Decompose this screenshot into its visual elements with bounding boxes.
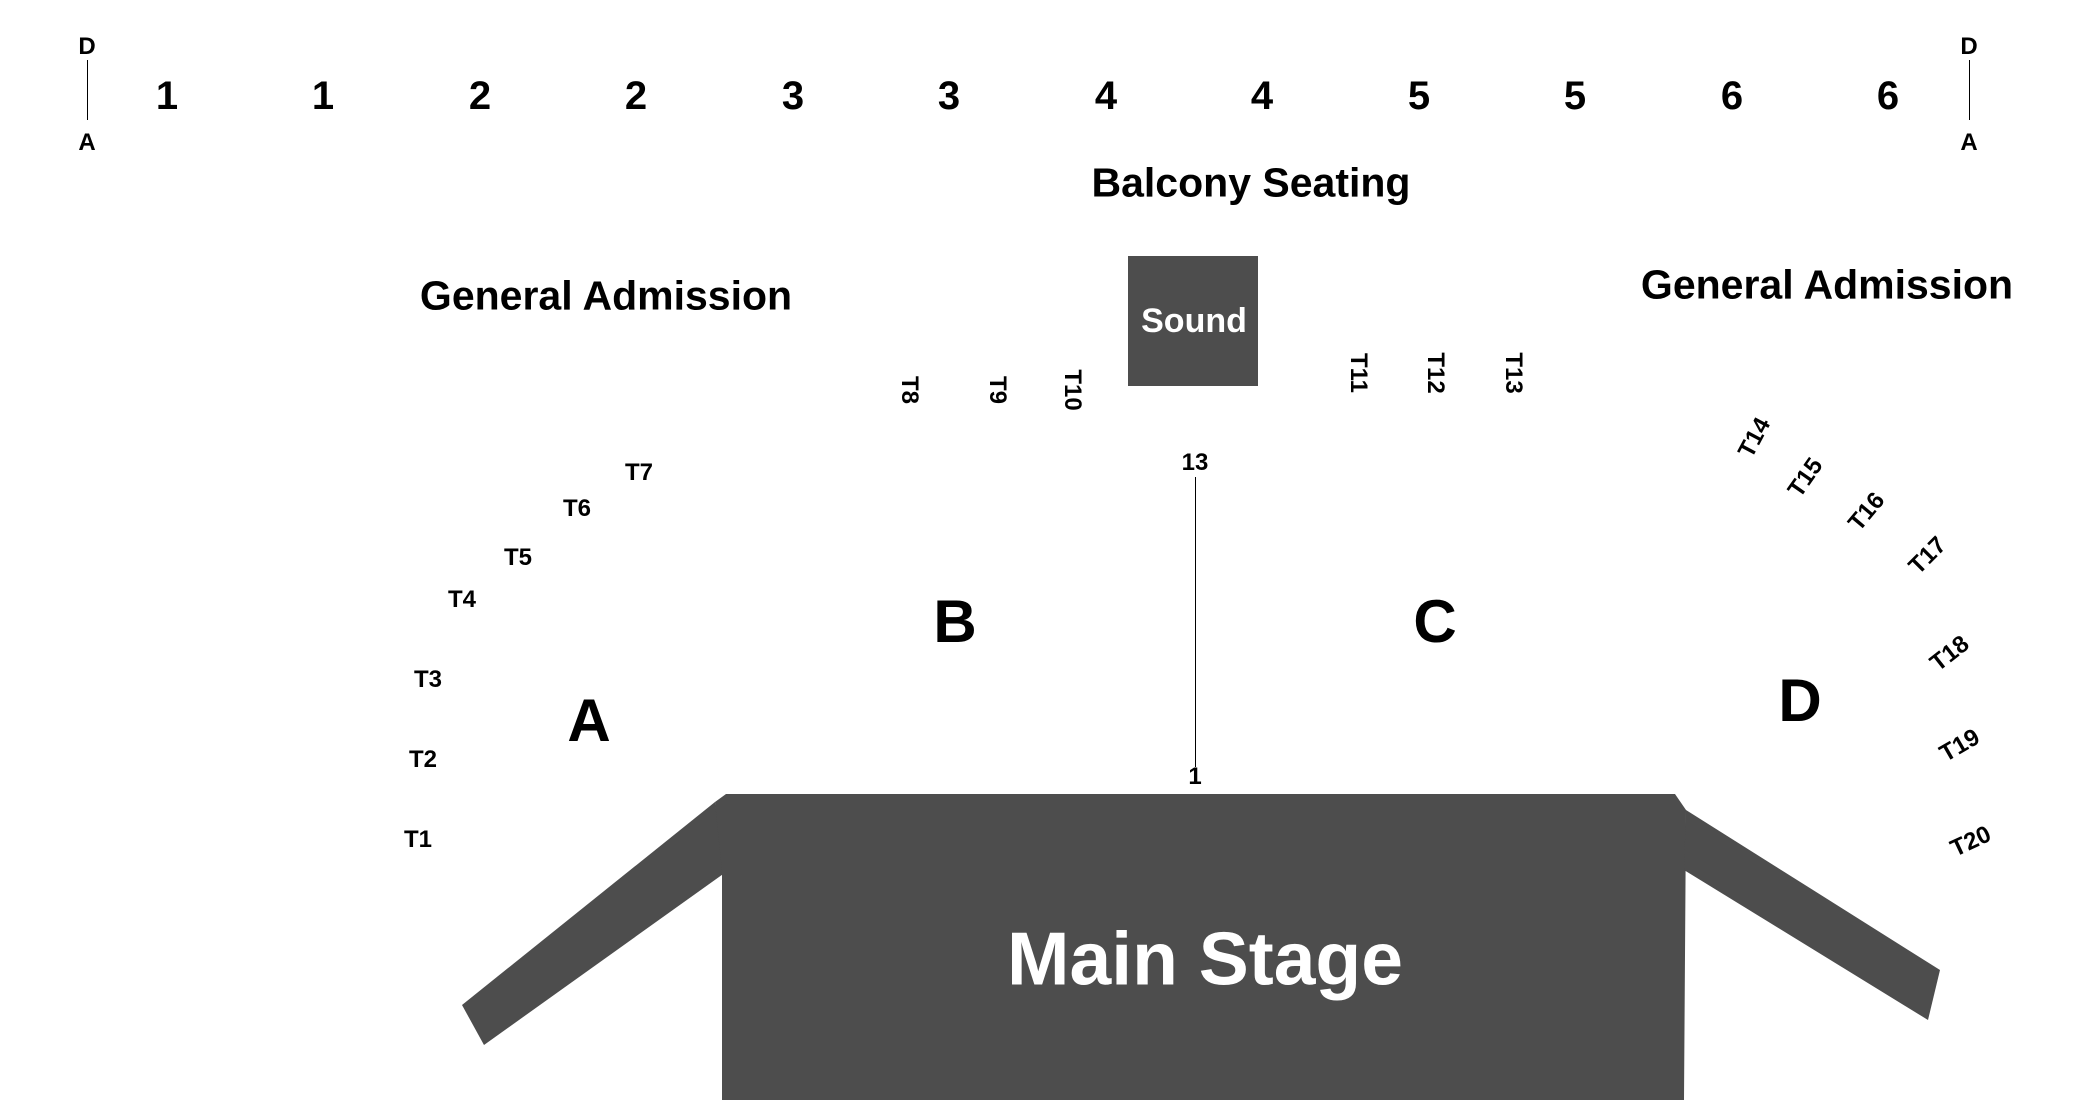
balcony-column-number: 5 xyxy=(1563,74,1587,118)
balcony-column-number: 2 xyxy=(624,74,648,118)
general-admission-right-heading: General Admission xyxy=(1640,261,2014,308)
balcony-column-number: 3 xyxy=(937,74,961,118)
table-t10[interactable]: T10 xyxy=(1059,369,1086,411)
balcony-right-end-line xyxy=(1969,60,1970,120)
balcony-right-end-bottom: A xyxy=(1960,129,1978,156)
center-aisle-line xyxy=(1195,477,1196,767)
balcony-column-number: 5 xyxy=(1407,74,1431,118)
center-aisle-top-label: 13 xyxy=(1181,449,1209,476)
balcony-left-end-top: D xyxy=(78,33,96,60)
section-a-label: A xyxy=(567,687,611,754)
general-admission-left-heading: General Admission xyxy=(419,272,793,319)
table-t13[interactable]: T13 xyxy=(1500,352,1527,394)
sound-booth-label: Sound xyxy=(1141,302,1247,340)
balcony-column-number: 1 xyxy=(311,74,335,118)
section-c-label: C xyxy=(1413,588,1457,655)
table-t4[interactable]: T4 xyxy=(447,586,477,613)
table-t7[interactable]: T7 xyxy=(624,459,654,486)
balcony-column-number: 6 xyxy=(1720,74,1744,118)
stage-right-ramp xyxy=(1684,810,1940,1020)
table-t12[interactable]: T12 xyxy=(1422,352,1449,394)
section-b-label: B xyxy=(933,588,977,655)
table-t11[interactable]: T11 xyxy=(1345,352,1372,394)
balcony-left-end-bottom: A xyxy=(78,129,96,156)
table-t1[interactable]: T1 xyxy=(403,826,433,853)
main-stage-label: Main Stage xyxy=(1007,916,1403,1001)
table-t8[interactable]: T8 xyxy=(896,375,923,405)
balcony-column-number: 2 xyxy=(468,74,492,118)
table-t6[interactable]: T6 xyxy=(562,495,592,522)
stage-left-ramp xyxy=(462,802,726,1045)
sound-booth xyxy=(1128,256,1258,386)
table-t3[interactable]: T3 xyxy=(413,666,443,693)
balcony-column-number: 4 xyxy=(1250,74,1274,118)
balcony-column-number: 3 xyxy=(781,74,805,118)
stage-block xyxy=(715,794,1686,1100)
balcony-seating-heading: Balcony Seating xyxy=(1091,159,1411,206)
balcony-column-number: 6 xyxy=(1876,74,1900,118)
table-t9[interactable]: T9 xyxy=(984,375,1011,405)
balcony-right-end-top: D xyxy=(1960,33,1978,60)
center-aisle-bottom-label: 1 xyxy=(1188,763,1202,790)
balcony-column-number: 4 xyxy=(1094,74,1118,118)
table-t5[interactable]: T5 xyxy=(503,544,533,571)
balcony-left-end-line xyxy=(87,60,88,120)
balcony-column-number: 1 xyxy=(155,74,179,118)
section-d-label: D xyxy=(1778,667,1822,734)
table-t2[interactable]: T2 xyxy=(408,746,438,773)
